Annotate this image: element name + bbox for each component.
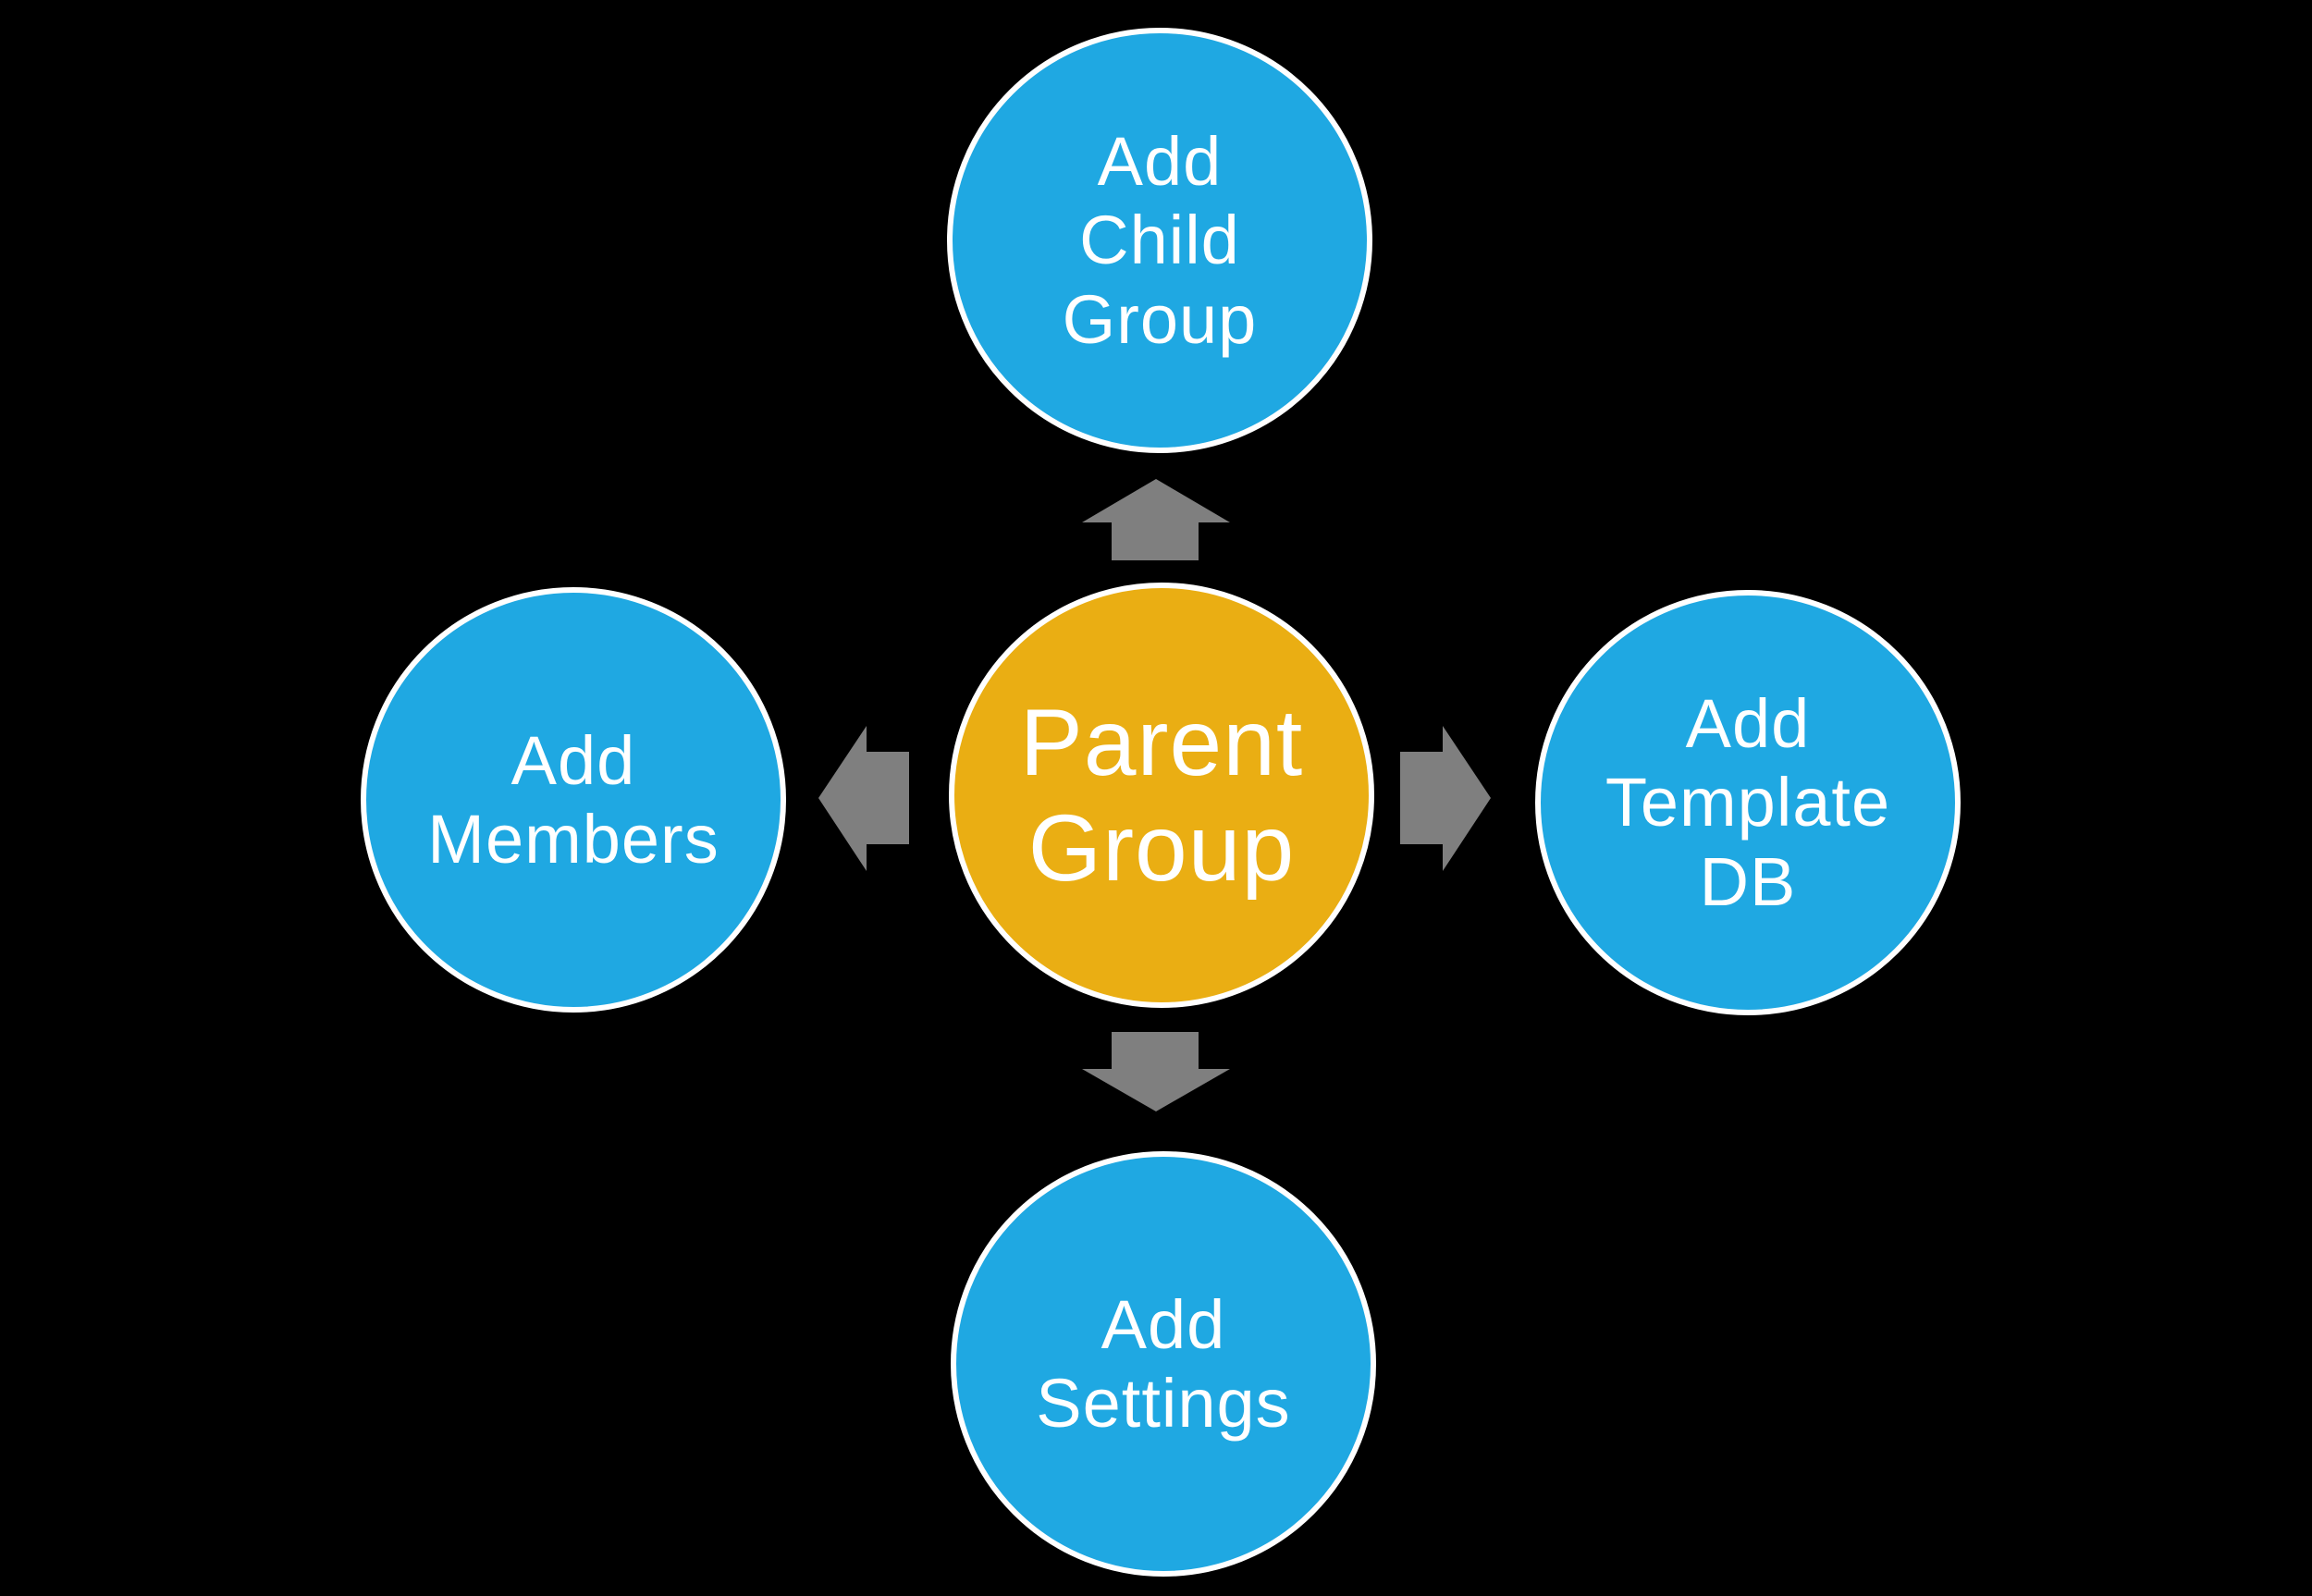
node-label: Add Child Group [1063,122,1258,358]
node-label-line: Template [1605,764,1891,841]
node-label-line: Add [1097,123,1223,201]
node-label: Add Settings [1036,1285,1290,1443]
node-parent-group: Parent Group [949,583,1374,1008]
node-label-line: Parent [1019,689,1304,795]
node-add-child-group: Add Child Group [947,28,1372,453]
node-add-members: Add Members [361,587,786,1013]
node-label-line: Child [1079,202,1240,279]
node-label-line: Add [1685,685,1811,763]
node-label-line: Group [1062,280,1258,358]
node-label: Add Template DB [1605,684,1890,920]
node-label-line: Group [1027,795,1296,901]
arrow-down-icon [1082,1032,1230,1111]
node-label-line: Settings [1036,1365,1291,1442]
arrow-right-icon [1400,726,1491,871]
node-label-line: Members [427,801,719,878]
node-label: Parent Group [1020,690,1304,901]
arrow-left-icon [818,726,909,871]
arrow-up-icon [1082,479,1230,560]
node-label-line: DB [1699,842,1797,920]
node-label-line: Add [1101,1285,1226,1363]
node-add-settings: Add Settings [951,1151,1376,1577]
node-label: Add Members [427,721,719,878]
node-add-template-db: Add Template DB [1535,590,1961,1015]
node-label-line: Add [510,721,636,799]
